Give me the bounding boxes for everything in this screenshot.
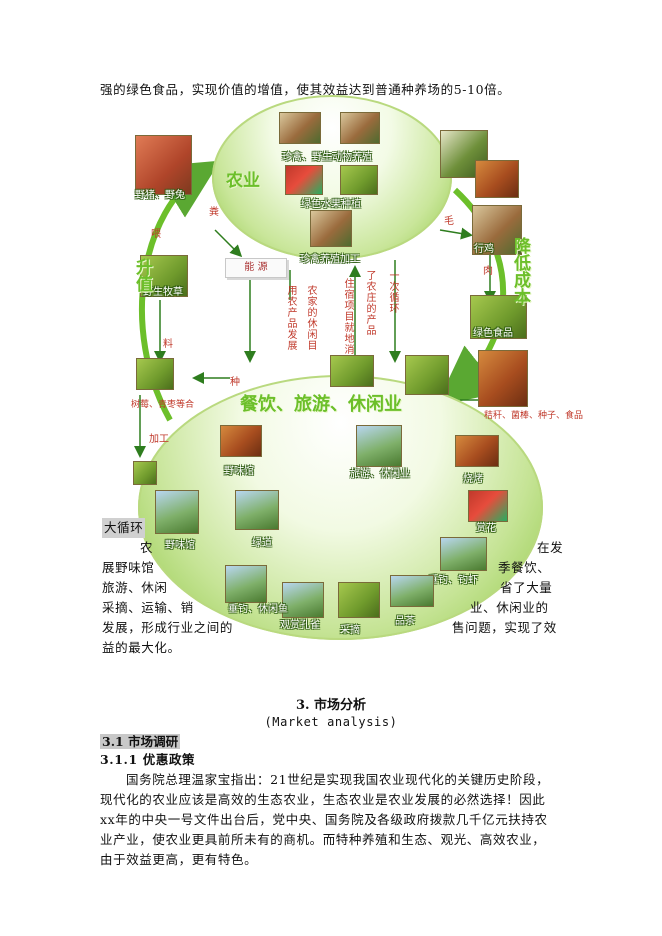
fruit-tree-photo: [136, 358, 174, 390]
edge-label-meat: 肉: [483, 266, 493, 277]
agriculture-cycle-diagram: 农业 珍禽、野生动物养殖 绿色水果种植 珍禽养殖加工 野猪、野兔 野生牧草 行鸡…: [131, 95, 584, 640]
para-fragment: 益的最大化。: [102, 640, 181, 655]
greenway-photo: [235, 490, 279, 530]
value-up-text: 升值: [132, 258, 152, 292]
restaurant-photo: [220, 425, 262, 457]
bottom-item-label: 垂钓、钓虾: [428, 575, 478, 586]
orchard-photo: [405, 355, 449, 395]
boar-photo: [135, 135, 192, 195]
para-fragment: 省了大量: [500, 580, 553, 595]
section-title: 3. 市场分析: [295, 698, 367, 713]
picking-photo: [338, 582, 380, 618]
edge-label-v3: 住宿项目就地消化: [342, 278, 353, 366]
bottom-item-label: 采摘: [340, 625, 360, 636]
edge-label-v1: 用农产品发展: [285, 285, 296, 351]
bottom-item-label: 野味馆: [224, 466, 254, 477]
leisure-fishing-photo: [225, 565, 267, 603]
section-subtitle: (Market analysis): [264, 715, 398, 729]
bottom-item-label: 垂钓、休闲鱼: [228, 604, 288, 615]
para-fragment: 展野味馆: [102, 560, 155, 575]
bottom-item-label: 品茶: [395, 616, 415, 627]
cycle-label: 大循环: [102, 518, 146, 538]
fishing-photo: [440, 537, 487, 571]
edge-label-feed: 喂: [151, 229, 161, 240]
bottom-item-label: 绿道: [252, 538, 272, 549]
edge-label-hair: 毛: [444, 216, 454, 227]
left-item-label: 野猪、野兔: [135, 190, 185, 201]
center-item-label: 旅游、休闲业: [350, 469, 410, 480]
para-fragment: 农: [140, 540, 154, 555]
chicken-photo: [472, 205, 522, 255]
cost-down-text: 降低成本: [510, 237, 530, 305]
energy-box: 能 源: [225, 258, 287, 278]
body-line: 现代化的农业应该是高效的生态农业，生态农业是农业发展的必然选择！因此: [100, 792, 546, 807]
peacock-view-photo: [282, 582, 324, 618]
agriculture-title: 农业: [226, 171, 260, 191]
flower-photo: [468, 490, 508, 522]
left-item-label: 野生牧草: [143, 287, 183, 298]
top-item-label: 珍禽养殖加工: [300, 254, 360, 265]
bottom-item-label: 烧烤: [463, 474, 483, 485]
edge-label-v4: 了农庄的产品: [364, 270, 375, 336]
bottom-item-label: 赏花: [476, 523, 496, 534]
body-line: xx年的中央一号文件出台后，党中央、国务院及各级政府拨款几千亿元扶持农: [100, 812, 548, 827]
para-fragment: 售问题，实现了效: [452, 620, 557, 635]
right-item-label: 绿色食品: [473, 328, 513, 339]
paragraph-top: 强的绿色食品，实现价值的增值，使其效益达到普通种养场的5-10倍。: [100, 82, 511, 97]
food-product-photo: [478, 350, 528, 407]
bird-photo: [310, 210, 352, 247]
strawberry-photo: [285, 165, 323, 195]
body-line: 由于效益更高，更有特色。: [100, 852, 258, 867]
para-fragment: 业、休闲业的: [470, 600, 549, 615]
wild-restaurant-photo: [155, 490, 199, 534]
top-item-label: 绿色水果种植: [301, 199, 361, 210]
edge-label-recycle: 一次循环: [387, 270, 398, 314]
peacock-photo: [340, 112, 380, 144]
fruit-photo: [340, 165, 378, 195]
right-item-label: 行鸡: [474, 244, 494, 255]
bottom-item-label: 野味馆: [165, 540, 195, 551]
tea-photo: [390, 575, 434, 607]
bottom-item-label: 观赏孔雀: [280, 620, 320, 631]
body-line: 国务院总理温家宝指出：21世纪是实现我国农业现代化的关键历史阶段，: [126, 772, 550, 787]
para-fragment: 采摘、运输、销: [102, 600, 194, 615]
edge-label-feces: 粪: [209, 207, 219, 218]
edge-label-fertilizer: 料: [163, 339, 173, 350]
edge-label-fruit-tree: 树莓、青枣等合: [131, 400, 195, 410]
para-fragment: 季餐饮、: [498, 560, 551, 575]
green-food-photo: [470, 295, 527, 339]
grass-photo: [140, 255, 188, 297]
residue-photo: [133, 461, 157, 485]
body-line: 业产业，使农业更具前所未有的商机。而特种养殖和生态、观光、高效农业，: [100, 832, 546, 847]
tourism-title: 餐饮、旅游、休闲业: [240, 394, 402, 415]
para-fragment: 在发: [537, 540, 564, 555]
edge-label-processing: 加工: [149, 434, 169, 445]
grass-field-photo: [330, 355, 374, 387]
top-item-label: 珍禽、野生动物养殖: [282, 152, 372, 163]
turtle-photo: [475, 160, 519, 198]
para-fragment: 旅游、休闲: [102, 580, 168, 595]
waterfall-photo: [356, 425, 402, 467]
edge-label-waste: 秸秆、菌棒、种子、食品: [484, 411, 584, 421]
barbecue-photo: [455, 435, 499, 467]
edge-label-seed: 种: [230, 377, 240, 388]
subsubsection-heading: 3.1.1 优惠政策: [100, 752, 196, 767]
subsection-label: 3.1 市场调研: [100, 734, 181, 749]
para-fragment: 发展，形成行业之间的: [102, 620, 234, 635]
subsection-heading: 3.1 市场调研: [100, 731, 181, 750]
pheasant-photo: [279, 112, 321, 144]
edge-label-v2: 农家的休闲目: [305, 285, 316, 351]
